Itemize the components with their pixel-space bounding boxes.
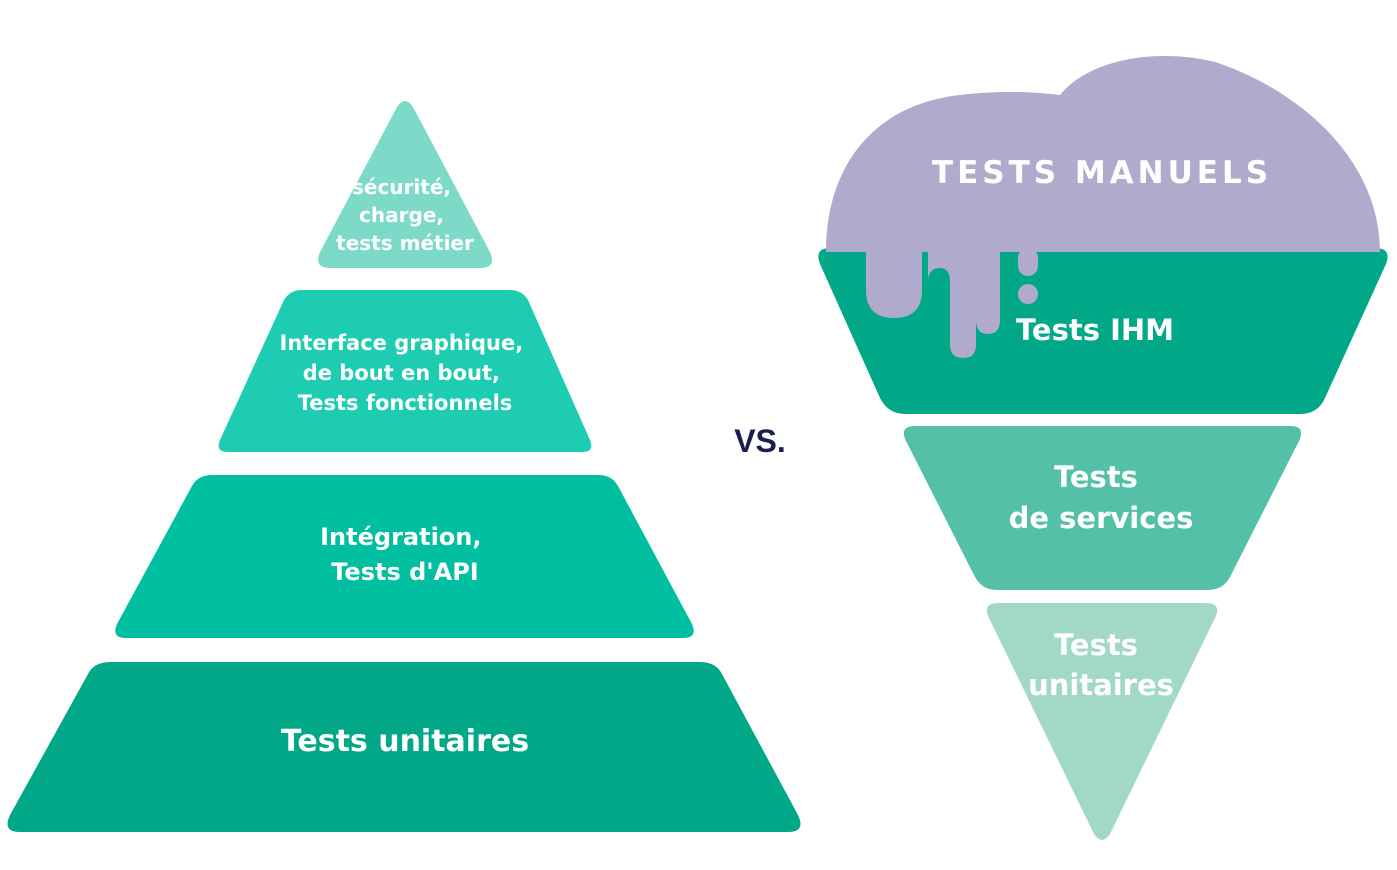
cone-level-unit-label: Tests unitaires (1028, 628, 1174, 702)
cone-level-unit (986, 603, 1218, 840)
vs-separator: VS. (734, 423, 786, 459)
cone-level-ihm-label: Tests IHM (1016, 313, 1174, 347)
pyramid-integration-line-2: Tests d'API (331, 558, 478, 586)
pyramid-level-unit (7, 662, 801, 832)
pyramid-level-ui-label: Interface graphique, de bout en bout, Te… (280, 331, 531, 415)
cone-level-services (903, 426, 1302, 590)
pyramid-top-line-3: tests métier (336, 231, 474, 255)
drip-1 (866, 248, 922, 318)
pyramid-level-top (318, 101, 493, 268)
cone-services-line-2: de services (1009, 501, 1194, 535)
cone-unit-line-2: unitaires (1028, 668, 1174, 702)
scoop-drips (866, 248, 1038, 358)
cone-ihm-line-1: Tests IHM (1016, 313, 1174, 347)
pyramid-ui-line-1: Interface graphique, (280, 331, 524, 355)
drip-3 (976, 248, 1000, 334)
drip-4 (1018, 248, 1038, 276)
pyramid-ui-line-3: Tests fonctionnels (298, 391, 513, 415)
drip-5 (1018, 284, 1038, 304)
pyramid-top-line-2: charge, (359, 203, 444, 227)
pyramid-level-unit-label: Tests unitaires (281, 724, 529, 759)
test-ice-cream-cone: TESTS MANUELS Tests IHM Tests de service… (818, 55, 1388, 840)
cone-scoop-label: TESTS MANUELS (932, 155, 1272, 191)
pyramid-level-integration-label: Intégration, Tests d'API (320, 523, 490, 586)
pyramid-top-line-1: sécurité, (352, 175, 451, 199)
pyramid-level-integration (115, 475, 694, 638)
test-pyramid: sécurité, charge, tests métier Interface… (7, 101, 801, 832)
cone-scoop-manual (826, 55, 1380, 252)
pyramid-level-ui (218, 290, 592, 452)
cone-services-line-1: Tests (1054, 460, 1138, 494)
cone-unit-line-1: Tests (1054, 628, 1138, 662)
drip-2 (928, 248, 976, 358)
pyramid-integration-line-1: Intégration, (320, 523, 481, 551)
pyramid-unit-line-1: Tests unitaires (281, 724, 529, 759)
cone-level-services-label: Tests de services (1009, 460, 1194, 535)
pyramid-level-top-label: sécurité, charge, tests métier (336, 175, 474, 255)
pyramid-ui-line-2: de bout en bout, (303, 361, 500, 385)
